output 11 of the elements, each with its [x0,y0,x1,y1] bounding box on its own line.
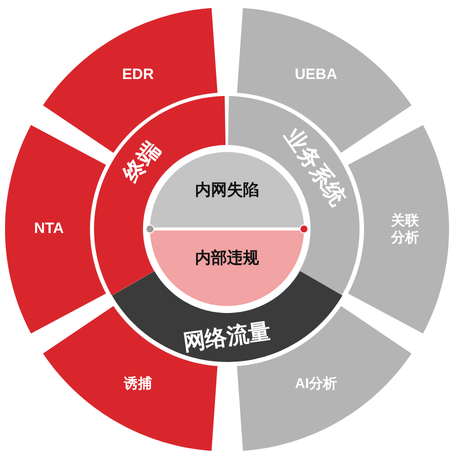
segment-label: 内网失陷 [194,181,260,201]
segment-label: UEBA [294,66,338,84]
segment-label: 业务系统 [280,122,352,212]
segment-label: EDR [121,66,155,84]
segment-label: 网络流量 [180,316,274,357]
segment-label: 关联分析 [390,212,420,246]
segment-label: 终端 [116,136,166,190]
segment-label: 内部违规 [194,249,260,269]
segment-label: 诱捕 [122,374,153,392]
segment-label: NTA [33,220,65,238]
segment-label: AI分析 [294,374,338,392]
